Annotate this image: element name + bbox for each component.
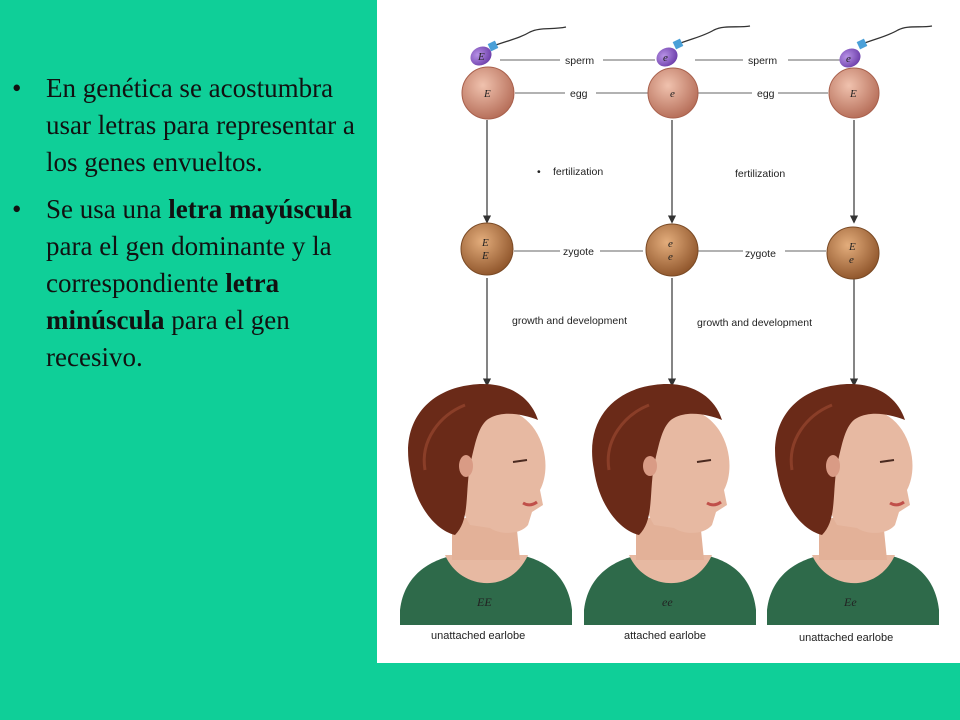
egg-2-allele: e xyxy=(670,88,675,100)
egg-1-allele: E xyxy=(483,88,491,100)
bullet-2-text-b: para el gen dominante y la correspondien… xyxy=(46,231,332,298)
sperm-1-allele: E xyxy=(477,51,485,63)
earlobe-inheritance-diagram: E e e E e E sperm sperm egg egg • fertil… xyxy=(400,25,939,644)
zygote-1-allele-bottom: E xyxy=(481,250,489,262)
zygote-label-2: zygote xyxy=(745,248,776,260)
growth-label-1: growth and development xyxy=(512,315,627,327)
bullet-dot: • xyxy=(12,194,22,224)
bullet-2-bold-uppercase: letra mayúscula xyxy=(168,194,352,224)
egg-cell-1: E xyxy=(461,66,515,120)
egg-label-2: egg xyxy=(757,88,775,100)
zygote-3-allele-bottom: e xyxy=(849,254,854,266)
zygote-2-allele-bottom: e xyxy=(668,251,673,263)
genotype-2: ee xyxy=(662,595,673,609)
zygote-3-allele-top: E xyxy=(848,241,856,253)
sperm-3-allele: e xyxy=(846,53,851,65)
phenotype-label-3: unattached earlobe xyxy=(799,632,893,644)
egg-cell-2: e xyxy=(647,67,699,119)
zygote-2-allele-top: e xyxy=(668,238,673,250)
bullet-item-2: • Se usa una letra mayúscula para el gen… xyxy=(0,191,360,376)
sperm-label-2: sperm xyxy=(748,55,777,67)
zygote-label-1: zygote xyxy=(563,246,594,258)
bullet-list: • En genética se acostumbra usar letras … xyxy=(0,70,360,386)
sperm-cell-2: e xyxy=(656,25,751,67)
bullet-item-1: • En genética se acostumbra usar letras … xyxy=(0,70,360,181)
bullet-2-text-a: Se usa una xyxy=(46,194,169,224)
egg-label-1: egg xyxy=(570,88,588,100)
phenotype-label-1: unattached earlobe xyxy=(431,630,525,642)
growth-label-2: growth and development xyxy=(697,317,812,329)
sperm-label-1: sperm xyxy=(565,55,594,67)
sperm-2-allele: e xyxy=(663,52,668,64)
woman-portrait-1: EE xyxy=(400,384,572,625)
fertilization-label-1: fertilization xyxy=(553,166,603,178)
egg-3-allele: E xyxy=(849,88,857,100)
bullet-2-text-c: para el gen recesivo. xyxy=(46,305,290,372)
bullet-1-text: En genética se acostumbra usar letras pa… xyxy=(46,73,355,177)
bullet-2-bold-lowercase: letra minúscula xyxy=(46,268,280,335)
zygote-1-allele-top: E xyxy=(481,237,489,249)
genotype-1: EE xyxy=(476,595,492,609)
sperm-cell-1: E xyxy=(470,26,567,66)
genetics-figure-panel: E e e E e E sperm sperm egg egg • fertil… xyxy=(377,0,960,663)
zygote-cell-1: E E xyxy=(460,222,514,276)
sperm-cell-3: e xyxy=(839,25,933,68)
phenotype-label-2: attached earlobe xyxy=(624,630,706,642)
fertilization-label-2: fertilization xyxy=(735,168,785,180)
bullet-dot: • xyxy=(12,73,22,103)
zygote-cell-3: E e xyxy=(826,226,880,280)
dot-mark: • xyxy=(537,166,541,178)
woman-portrait-2: ee xyxy=(584,384,756,625)
zygote-cell-2: e e xyxy=(645,223,699,277)
egg-cell-3: E xyxy=(828,67,880,119)
woman-portrait-3: Ee xyxy=(767,384,939,625)
genotype-3: Ee xyxy=(843,595,857,609)
